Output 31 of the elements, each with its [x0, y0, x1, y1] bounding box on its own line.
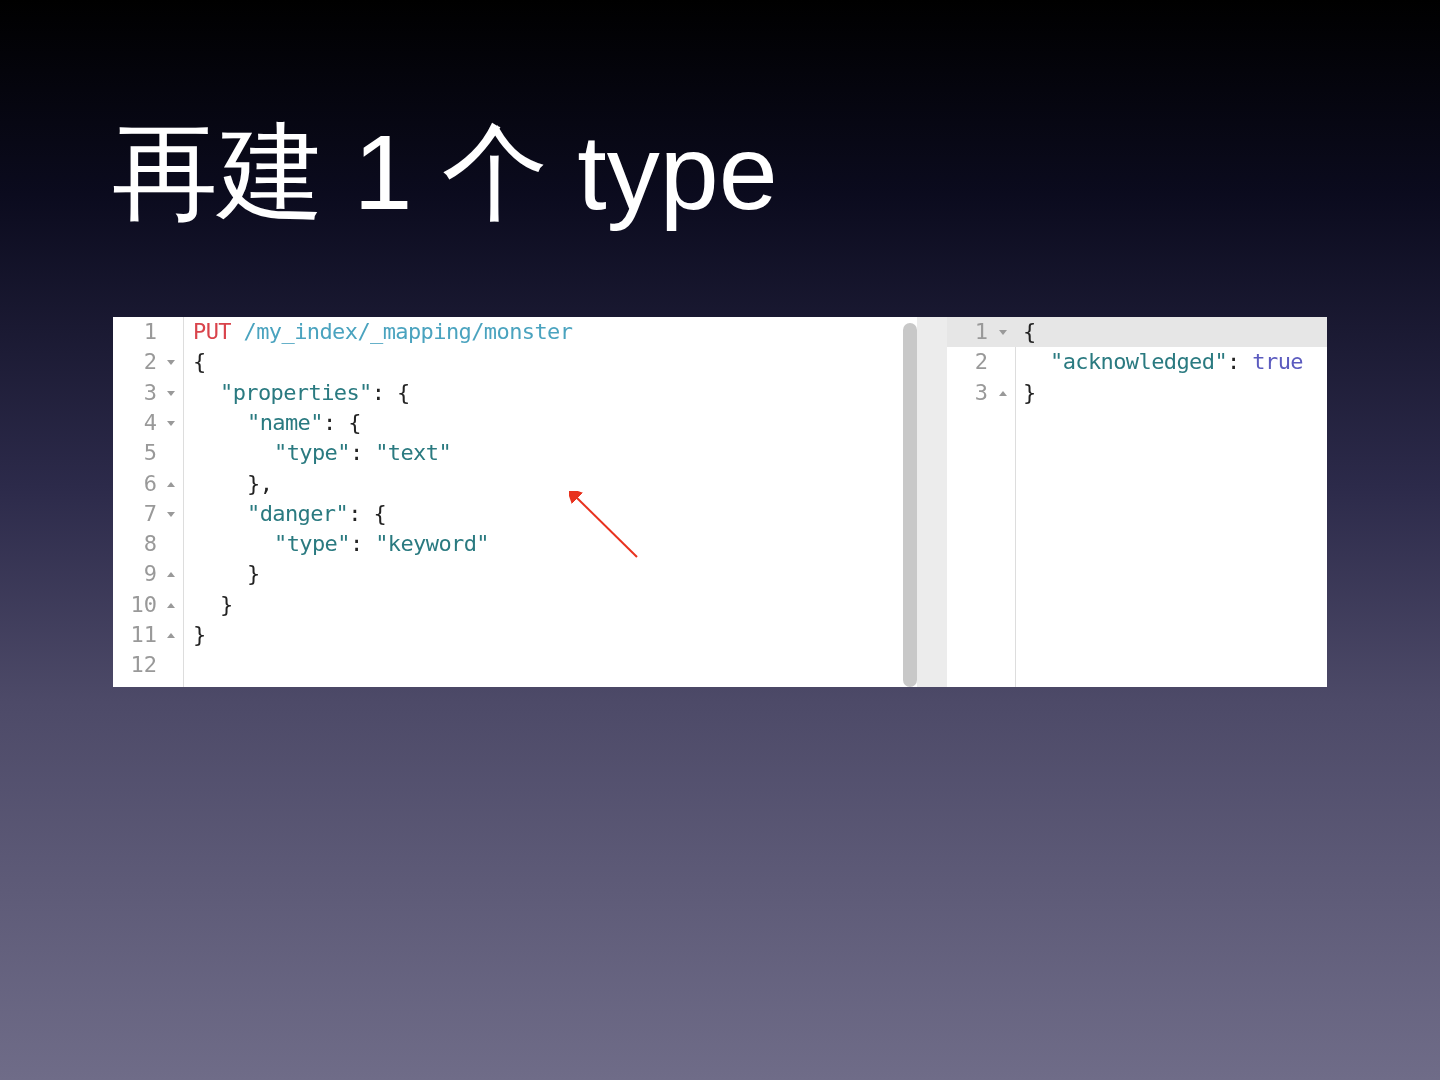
code-line: }: [193, 622, 206, 647]
line-number: 1: [143, 319, 157, 344]
line-number: 11: [130, 622, 157, 647]
line-number: 3: [974, 379, 988, 405]
line-number: 6: [143, 470, 157, 496]
line-number: 7: [143, 500, 157, 526]
line-number: 2: [143, 349, 157, 375]
code-line: "danger": {: [247, 500, 387, 526]
code-line: "type": "keyword": [274, 531, 489, 557]
code-line: PUT /my_index/_mapping/monster: [193, 319, 573, 344]
code-line: "type": "text": [274, 440, 452, 466]
code-line: "name": {: [247, 409, 361, 435]
line-number: 9: [143, 561, 157, 587]
line-number: 8: [143, 531, 157, 557]
slide-title: 再建 1 个 type: [112, 112, 778, 233]
code-line: "properties": {: [220, 379, 410, 405]
line-number: 3: [143, 379, 157, 405]
code-line: },: [247, 470, 273, 496]
line-number: 12: [130, 652, 157, 678]
code-line: "acknowledged": true: [1050, 349, 1303, 375]
line-number: 4: [143, 409, 157, 435]
line-number: 10: [130, 591, 157, 617]
line-number: 1: [974, 319, 988, 344]
code-line: }: [247, 561, 260, 587]
line-number: 2: [974, 349, 988, 375]
line-number: 5: [143, 440, 157, 466]
code-line: }: [220, 591, 233, 617]
code-line: {: [1023, 319, 1036, 344]
code-line: }: [1023, 379, 1036, 405]
response-panel: [947, 317, 1327, 687]
code-line: {: [193, 349, 206, 375]
